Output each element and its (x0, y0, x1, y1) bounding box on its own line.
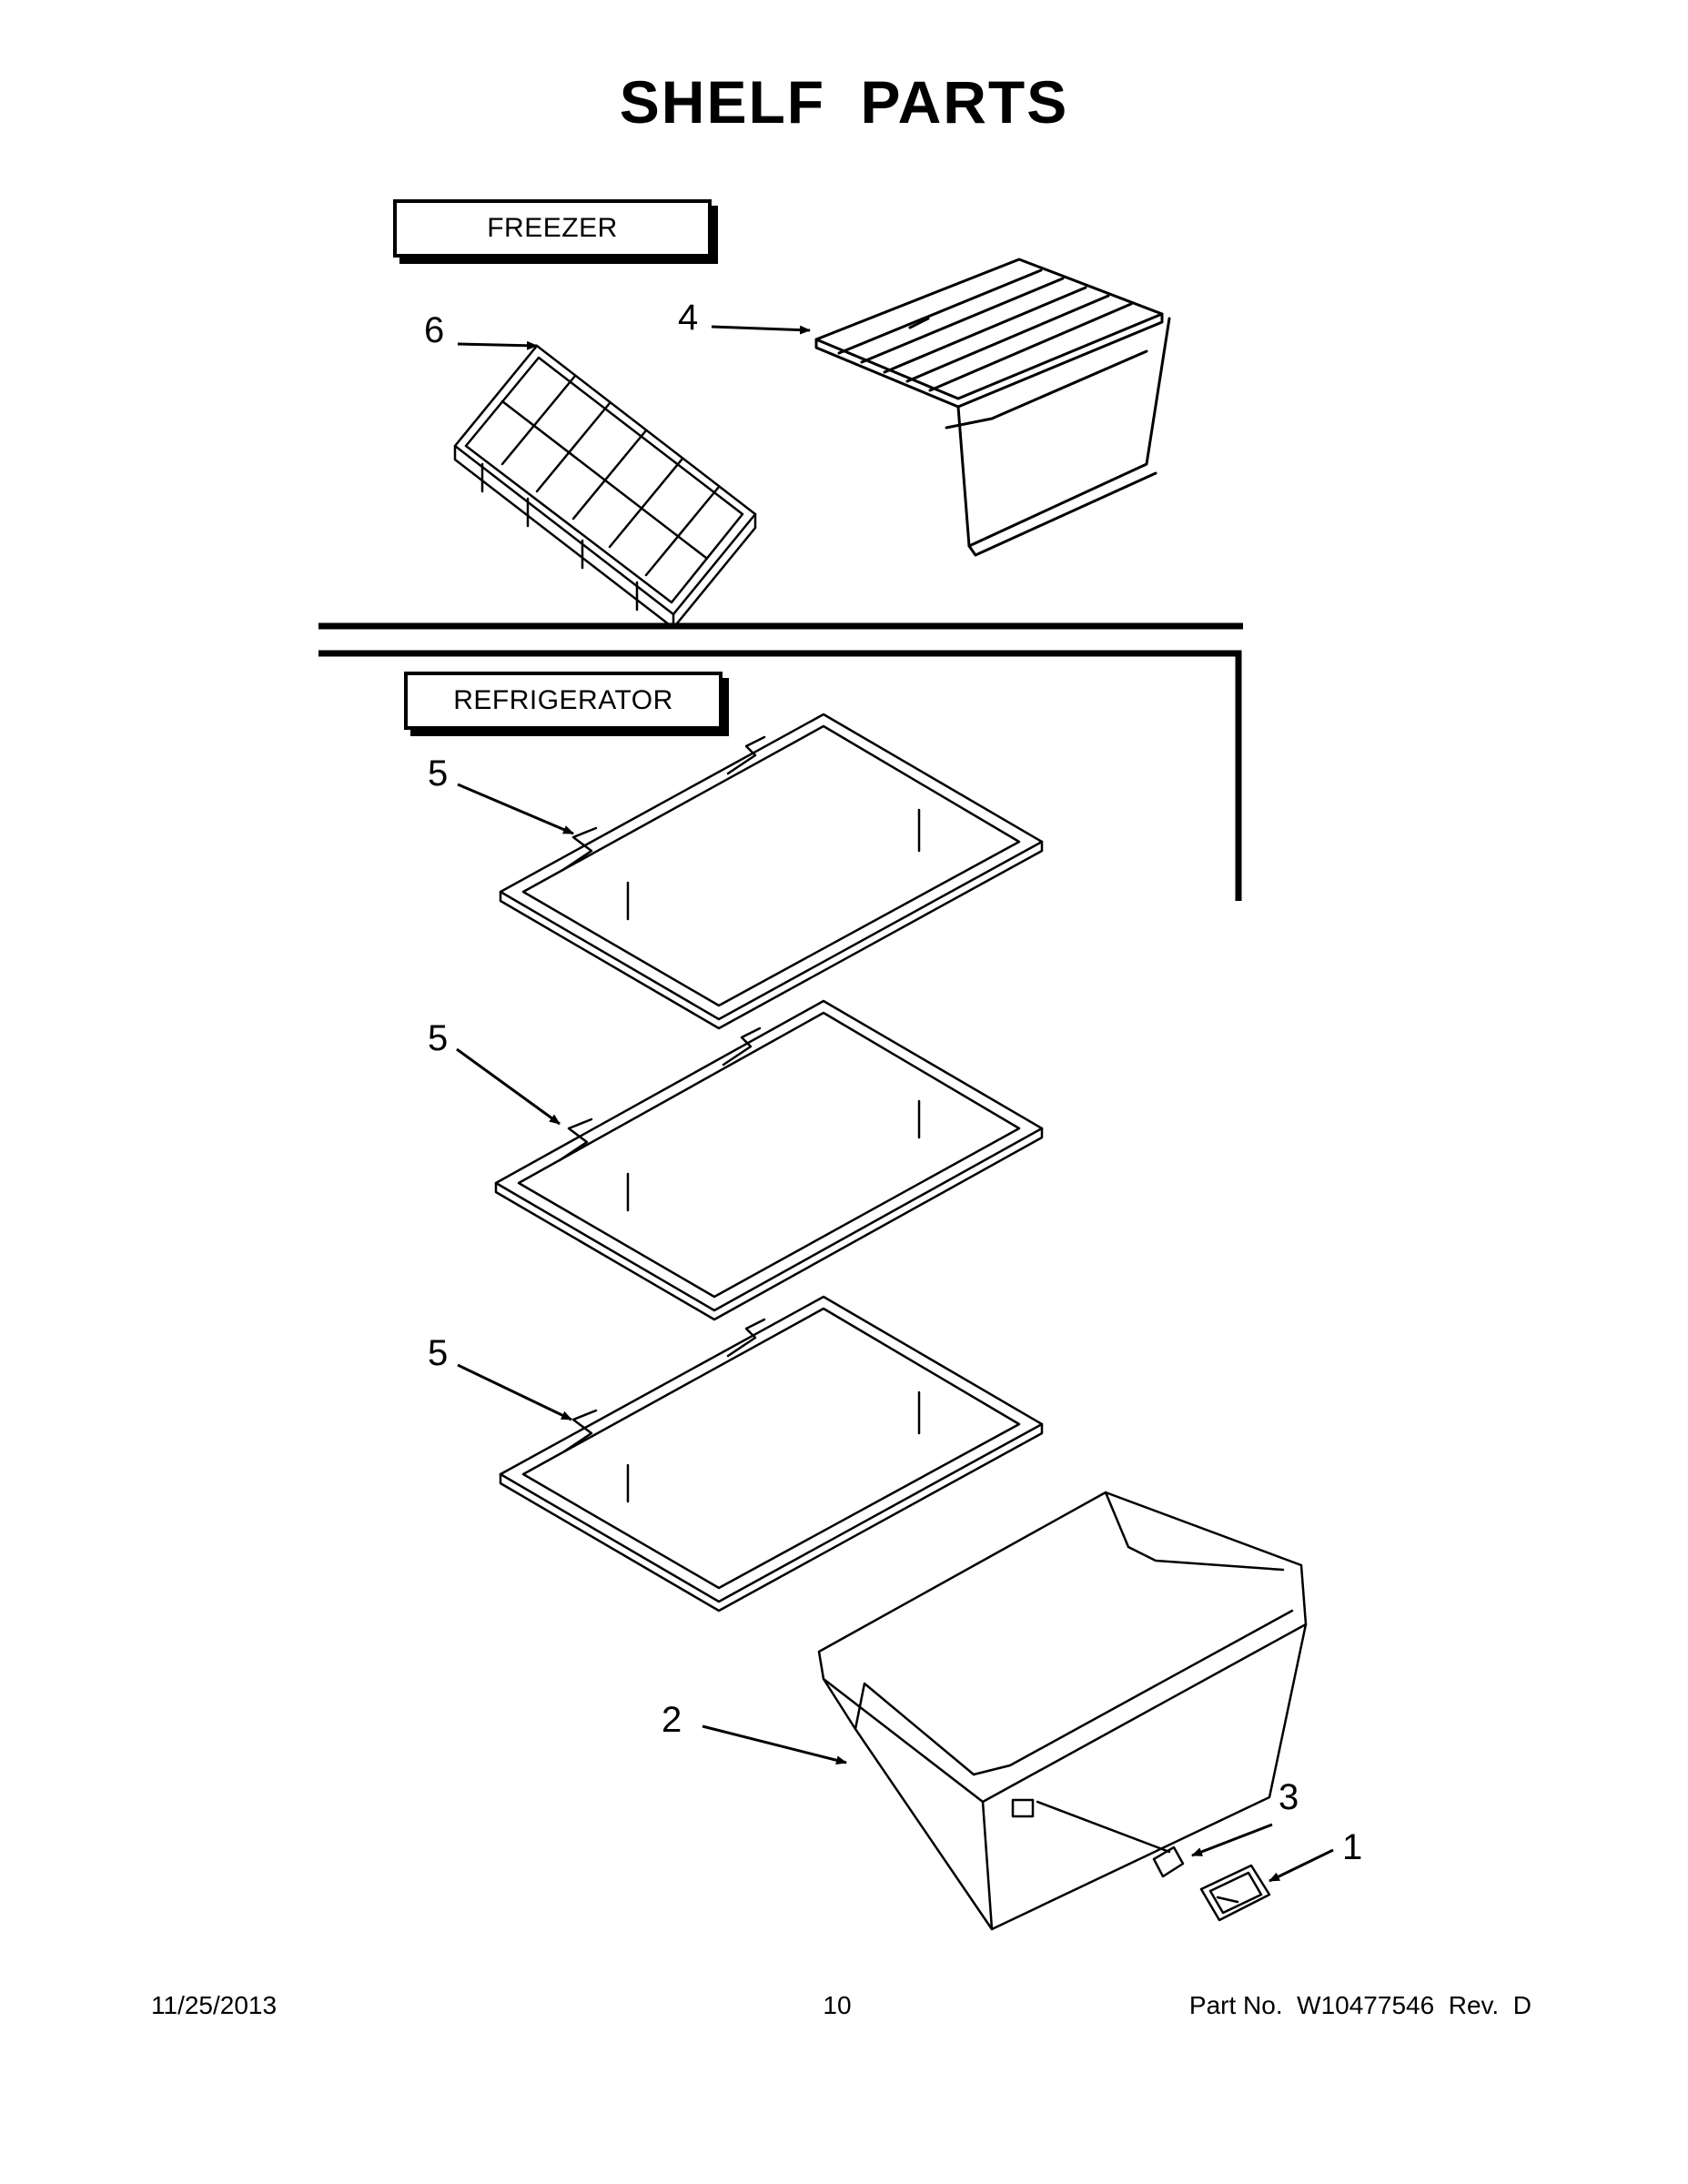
callout-4: 4 (678, 298, 699, 338)
glass-shelf-top-illustration (499, 713, 1044, 1030)
glass-shelf-middle-illustration (494, 999, 1044, 1321)
freezer-section-label: FREEZER (393, 199, 712, 258)
ice-tray-illustration (453, 344, 757, 630)
arrow-2 (702, 1724, 847, 1765)
callout-5-top: 5 (428, 753, 449, 794)
footer-page-number: 10 (823, 1991, 852, 2019)
crisper-drawer-illustration (817, 1491, 1308, 1931)
wire-shelf-illustration (814, 258, 1171, 557)
section-divider (318, 622, 1243, 901)
arrow-3 (1191, 1823, 1273, 1857)
callout-2: 2 (662, 1700, 682, 1740)
arrow-4 (711, 325, 811, 335)
page-title: SHELF PARTS (619, 68, 1069, 136)
arrow-6 (457, 340, 538, 350)
callout-5-middle: 5 (428, 1018, 449, 1058)
footer-part-number: Part No. W10477546 Rev. D (1188, 1991, 1531, 2019)
glass-shelf-bottom-illustration (499, 1295, 1044, 1613)
footer-date: 11/25/2013 (151, 1991, 278, 2019)
drawer-insert-illustration (1036, 1800, 1185, 1878)
callout-1: 1 (1342, 1827, 1363, 1867)
arrow-5-middle (456, 1047, 561, 1126)
callout-5-bottom: 5 (428, 1333, 449, 1373)
arrow-5-bottom (457, 1363, 572, 1421)
callout-arrows (456, 325, 1334, 1883)
drawer-handle-illustration (1199, 1864, 1271, 1922)
refrigerator-section-label: REFRIGERATOR (404, 672, 723, 730)
arrow-1 (1269, 1848, 1334, 1883)
callout-6: 6 (424, 310, 445, 350)
arrow-5-top (457, 783, 574, 835)
callout-3: 3 (1279, 1777, 1299, 1817)
